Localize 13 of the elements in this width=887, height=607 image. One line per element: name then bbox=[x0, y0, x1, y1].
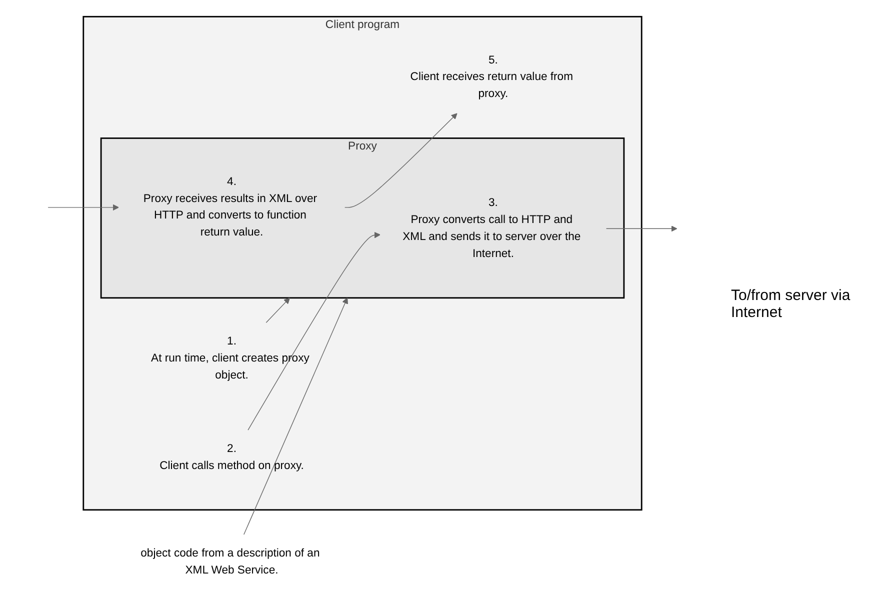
node-text: 1. At run time, client creates proxy object. bbox=[151, 336, 310, 382]
node-text: object code from a description of an XML Web Service. bbox=[140, 548, 320, 577]
arrow bbox=[243, 298, 348, 536]
note-text: To/from server via Internet bbox=[731, 286, 852, 320]
arrow bbox=[344, 114, 458, 208]
arrow bbox=[266, 298, 290, 324]
arrow bbox=[48, 204, 119, 211]
node-text: 3. Proxy converts call to HTTP and XML and sends it to server over the Internet. bbox=[402, 197, 581, 260]
arrow bbox=[248, 232, 380, 431]
node-text: 5. Client receives return value from proxy. bbox=[410, 54, 574, 100]
node-text: 4. Proxy receives results in XML over HTTP and converts to function return value. bbox=[143, 176, 318, 239]
arrow bbox=[606, 226, 678, 232]
node-text: 2. Client calls method on proxy. bbox=[160, 443, 304, 472]
